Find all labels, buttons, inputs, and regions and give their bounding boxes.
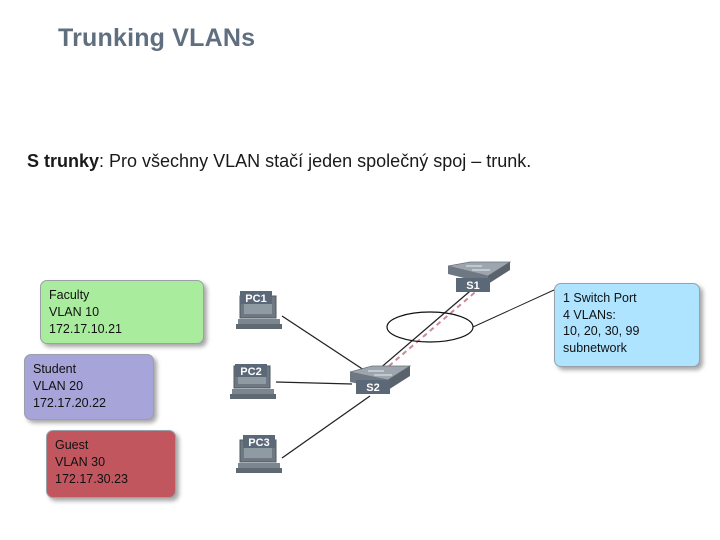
- faculty-vlan: VLAN 10: [49, 305, 100, 319]
- switch-s1[interactable]: S1: [447, 261, 512, 292]
- student-name: Student: [33, 362, 77, 376]
- switch-vlan-list: 10, 20, 30, 99: [563, 324, 640, 338]
- student-ip: 172.17.20.22: [33, 396, 106, 410]
- pc3-label: PC3: [248, 437, 269, 449]
- switch-port-count: 1 Switch Port: [563, 291, 637, 305]
- guest-info-box: Guest VLAN 30 172.17.30.23: [46, 430, 176, 498]
- subtitle-text: : Pro všechny VLAN stačí jeden společný …: [99, 151, 532, 171]
- guest-name: Guest: [55, 438, 89, 452]
- link-pc2-s2: [275, 381, 353, 385]
- link-pc1-s2: [281, 315, 371, 375]
- student-info-box: Student VLAN 20 172.17.20.22: [24, 354, 154, 420]
- switch-subnetwork: subnetwork: [563, 340, 627, 355]
- trunk-highlight-ellipse: [386, 311, 474, 343]
- trunk-link-dashed: [381, 287, 481, 373]
- pc3[interactable]: PC3: [236, 435, 282, 473]
- pc2-label: PC2: [240, 366, 261, 378]
- student-vlan: VLAN 20: [33, 379, 84, 393]
- pc2[interactable]: PC2: [230, 364, 276, 399]
- slide-subtitle: S trunky: Pro všechny VLAN stačí jeden s…: [27, 151, 531, 172]
- switch-s1-label: S1: [466, 280, 479, 292]
- faculty-info-box: Faculty VLAN 10 172.17.10.21: [40, 280, 204, 344]
- slide-title: Trunking VLANs: [58, 24, 256, 52]
- switch-s2[interactable]: S2: [349, 365, 412, 394]
- switch-vlan-count: 4 VLANs:: [563, 307, 616, 322]
- switch-port-info-box: 1 Switch Port 4 VLANs: 10, 20, 30, 99 su…: [554, 283, 700, 367]
- pc1[interactable]: PC1: [236, 291, 282, 329]
- guest-vlan: VLAN 30: [55, 455, 106, 469]
- switch-s2-label: S2: [366, 382, 379, 394]
- link-pc3-s2: [281, 395, 371, 459]
- faculty-name: Faculty: [49, 288, 90, 302]
- faculty-ip: 172.17.10.21: [49, 322, 122, 336]
- subtitle-bold: S trunky: [27, 151, 100, 171]
- pc1-label: PC1: [245, 293, 266, 305]
- trunk-link: [377, 285, 477, 371]
- pointer-line: [472, 289, 555, 328]
- guest-ip: 172.17.30.23: [55, 472, 128, 486]
